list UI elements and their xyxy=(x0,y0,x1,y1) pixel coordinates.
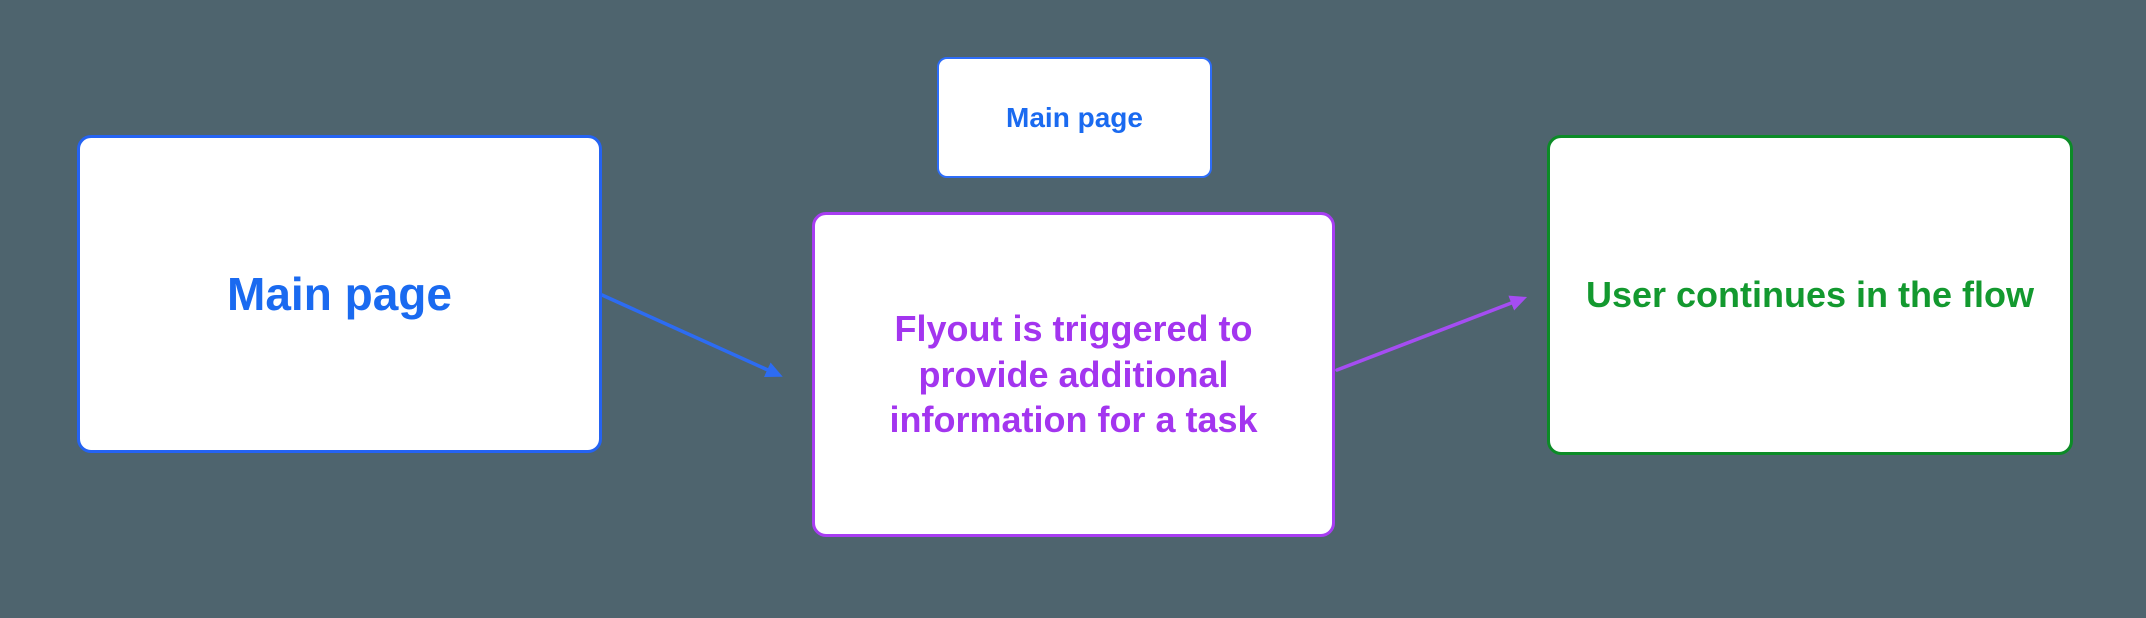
node-user-continues[interactable]: User continues in the flow xyxy=(1547,135,2073,455)
node-main-page-label: Main page xyxy=(227,268,452,320)
connector-flyout-to-user-flow[interactable] xyxy=(1335,295,1528,372)
node-flyout-label: Flyout is triggered to provide additiona… xyxy=(889,307,1258,441)
node-user-continues-label: User continues in the flow xyxy=(1585,274,2035,315)
connector-main-to-flyout[interactable] xyxy=(600,293,783,378)
node-flyout[interactable]: Flyout is triggered to provide additiona… xyxy=(812,212,1335,537)
node-main-page-small-label: Main page xyxy=(1006,101,1143,133)
node-main-page-small[interactable]: Main page xyxy=(937,57,1212,178)
node-main-page[interactable]: Main page xyxy=(77,135,602,453)
